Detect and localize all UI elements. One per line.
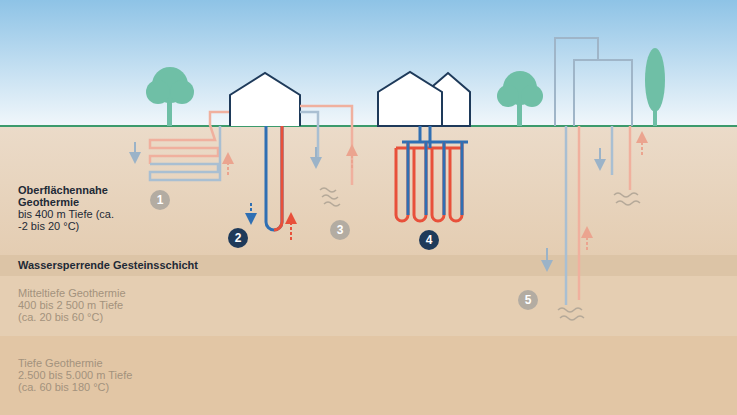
layer-text: Mitteltiefe Geothermie400 bis 2 500 m Ti… bbox=[18, 287, 138, 323]
layer-depth: bis 400 m Tiefe (ca. -2 bis 20 °C) bbox=[18, 208, 114, 232]
deep-layer: Tiefe Geothermie2.500 bis 5.000 m Tiefe … bbox=[0, 336, 737, 415]
layer-text: Wassersperrende Gesteinsschicht bbox=[18, 259, 198, 271]
layer-heading: Mitteltiefe Geothermie bbox=[18, 287, 138, 299]
layer-heading: Wassersperrende Gesteinsschicht bbox=[18, 259, 198, 271]
surface-layer: Oberflächennahe Geothermiebis 400 m Tief… bbox=[0, 126, 737, 255]
medium-depth-layer: Mitteltiefe Geothermie400 bis 2 500 m Ti… bbox=[0, 276, 737, 336]
layer-heading: Tiefe Geothermie bbox=[18, 357, 140, 369]
layer-depth: 400 bis 2 500 m Tiefe (ca. 20 bis 60 °C) bbox=[18, 299, 138, 323]
callout-number: 3 bbox=[330, 220, 350, 240]
callout-number: 1 bbox=[150, 190, 170, 210]
callout-number: 4 bbox=[419, 230, 439, 250]
callout-number: 2 bbox=[228, 228, 248, 248]
layer-depth: 2.500 bis 5.000 m Tiefe (ca. 60 bis 180 … bbox=[18, 369, 140, 393]
layer-heading: Oberflächennahe Geothermie bbox=[18, 184, 118, 208]
callout-number: 5 bbox=[518, 290, 538, 310]
layer-text: Tiefe Geothermie2.500 bis 5.000 m Tiefe … bbox=[18, 357, 140, 393]
barrier-layer: Wassersperrende Gesteinsschicht bbox=[0, 255, 737, 276]
layer-text: Oberflächennahe Geothermiebis 400 m Tief… bbox=[18, 184, 118, 232]
